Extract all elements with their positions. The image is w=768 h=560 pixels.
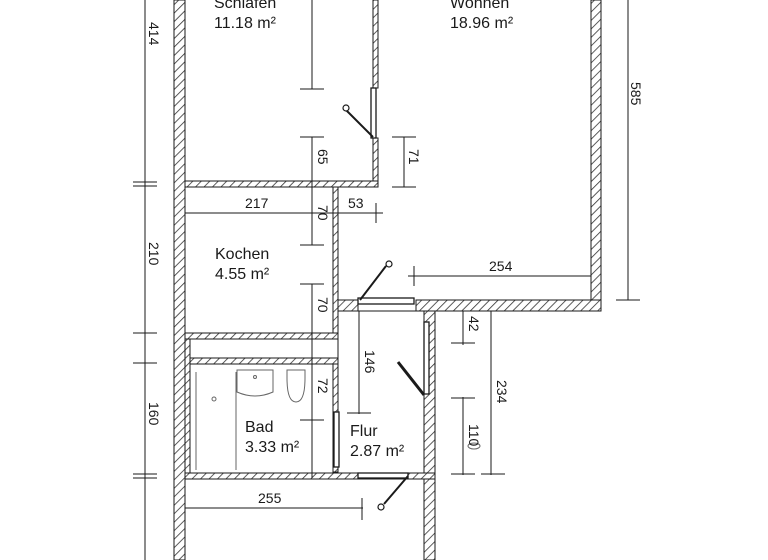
dim-160: 160 — [146, 402, 162, 426]
wall-wohnen-bottom-left — [337, 299, 359, 312]
dim-210: 210 — [146, 242, 162, 266]
door-leaf-bottom — [357, 472, 409, 479]
door-leaf-wohnen — [357, 297, 415, 305]
wall-left-outer — [173, 0, 186, 560]
bathroom-fixtures — [195, 369, 481, 470]
dim-72: 72 — [315, 378, 331, 394]
dim-42: 42 — [466, 316, 482, 332]
dim-110: 110 — [466, 424, 482, 447]
room-area: 3.33 m² — [245, 439, 300, 456]
door-leaf-bad — [333, 411, 340, 468]
room-area: 4.55 m² — [215, 266, 270, 283]
fixture-oval — [467, 442, 481, 450]
room-schlafen: Schlafen 11.18 m² — [214, 0, 276, 34]
wall-bad-left — [184, 338, 191, 474]
wall-kochen-right — [332, 186, 339, 338]
doors — [333, 87, 430, 511]
bathtub-drain — [211, 396, 217, 402]
door-leaf-flur — [423, 321, 430, 395]
room-name: Wohnen — [450, 0, 510, 12]
dim-217: 217 — [245, 195, 269, 211]
wall-bad-top — [189, 357, 339, 365]
room-name: Bad — [245, 419, 274, 436]
walls — [173, 0, 602, 560]
room-wohnen: Wohnen 18.96 m² — [450, 0, 513, 34]
dim-414: 414 — [146, 22, 162, 46]
dim-234: 234 — [494, 380, 510, 404]
wall-bottom-divider — [184, 472, 436, 480]
room-area: 11.18 m² — [214, 15, 276, 32]
wall-wohnen-bottom — [415, 299, 602, 312]
toilet — [286, 369, 306, 403]
wall-flur-right — [423, 310, 436, 560]
room-name: Kochen — [215, 246, 270, 263]
dim-70-bottom: 70 — [315, 297, 331, 313]
wall-wohnen-right — [590, 0, 602, 312]
room-bad: Bad 3.33 m² — [245, 418, 299, 458]
dim-254: 254 — [489, 258, 513, 274]
dimension-lines — [133, 0, 640, 560]
wall-kochen-bottom — [184, 332, 339, 340]
dim-585: 585 — [628, 82, 644, 106]
sink — [236, 369, 274, 397]
wall-schlafen-bottom — [184, 180, 379, 188]
wall-schlafen-wohnen-lower — [372, 137, 379, 186]
dim-65: 65 — [315, 149, 331, 165]
dim-146: 146 — [362, 350, 378, 374]
room-name: Flur — [350, 423, 378, 440]
dim-70-top: 70 — [315, 205, 331, 221]
dim-71: 71 — [406, 149, 422, 165]
room-flur: Flur 2.87 m² — [350, 422, 404, 462]
room-name: Schlafen — [214, 0, 277, 12]
room-kochen: Kochen 4.55 m² — [215, 245, 269, 285]
room-area: 2.87 m² — [350, 443, 405, 460]
wall-schlafen-wohnen — [372, 0, 379, 89]
dim-255: 255 — [258, 490, 282, 506]
dim-53: 53 — [348, 195, 364, 211]
door-leaf-schlafen — [370, 87, 377, 139]
room-area: 18.96 m² — [450, 15, 514, 32]
